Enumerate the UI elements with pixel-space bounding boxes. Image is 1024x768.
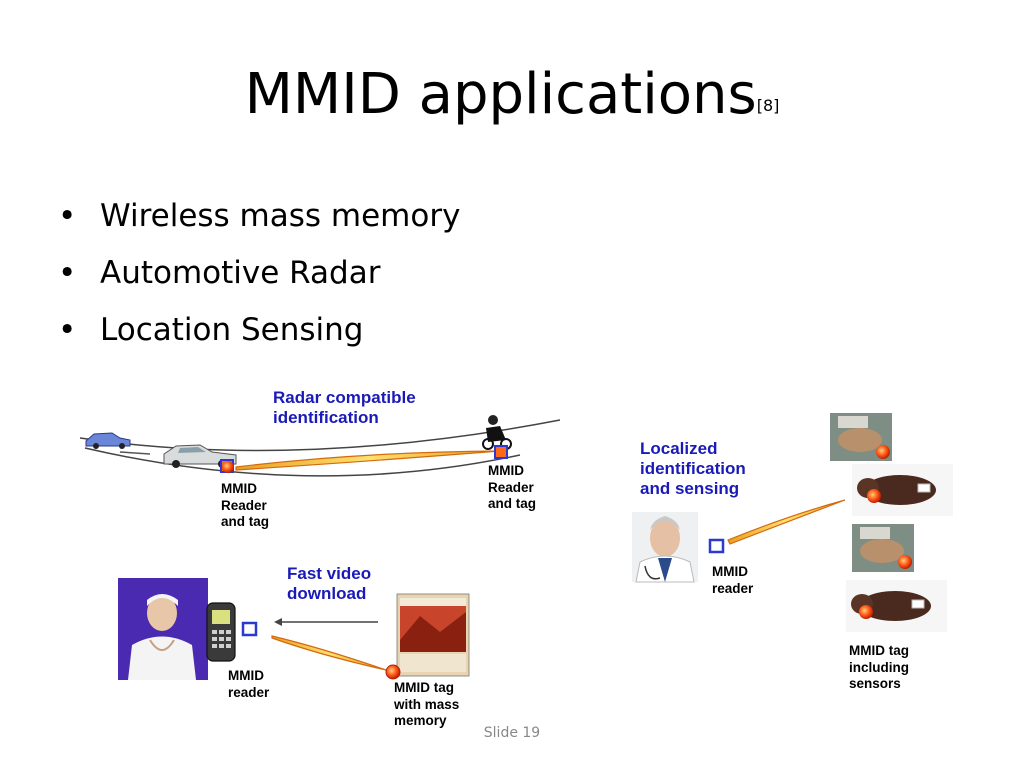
baby-sensor-image [830, 413, 892, 461]
doctor-photo [632, 512, 698, 583]
bullet-item: • Automotive Radar [58, 245, 460, 302]
location-reader-icon [708, 538, 725, 554]
blue-car-icon [85, 432, 131, 449]
road-edge-lower [84, 447, 521, 477]
video-reader-label: MMID reader [228, 668, 270, 700]
bullet-text: Automotive Radar [100, 255, 381, 291]
slide-title: MMID applications[8] [0, 62, 1024, 127]
video-beam [271, 635, 387, 671]
silver-car-icon [163, 444, 237, 468]
movie-poster-image [396, 593, 470, 677]
location-tag-label: MMID tag including sensors [849, 643, 909, 691]
bullet-item: • Location Sensing [58, 302, 460, 359]
radar-right-label: MMID Reader and tag [488, 463, 537, 511]
location-beam [727, 499, 846, 545]
video-tag-label: MMID tag with mass memory [394, 680, 460, 728]
bullet-icon: • [58, 198, 77, 234]
mobile-phone-icon [206, 602, 236, 662]
slide-number: Slide 19 [483, 725, 541, 741]
radar-left-label: MMID Reader and tag [221, 481, 270, 529]
bullet-icon: • [58, 255, 77, 291]
radar-right-reader-icon [494, 445, 508, 459]
location-heading: Localized identification and sensing [640, 439, 746, 498]
video-heading: Fast video download [287, 564, 372, 603]
bullet-text: Location Sensing [100, 312, 364, 348]
bullet-icon: • [58, 312, 77, 348]
bullet-text: Wireless mass memory [100, 198, 461, 234]
location-reader-label: MMID reader [712, 564, 754, 596]
radar-beam [235, 450, 501, 471]
video-tag-icon [385, 664, 401, 680]
radar-left-tag-icon [222, 461, 234, 473]
bullet-item: • Wireless mass memory [58, 188, 460, 245]
title-reference: [8] [756, 96, 780, 115]
slide-title-text: MMID applications [244, 62, 757, 127]
radar-scene [79, 415, 561, 477]
user-person-icon [128, 594, 196, 680]
video-scene [118, 578, 470, 680]
download-arrow-icon [274, 618, 378, 626]
baby-sensor-image [852, 464, 953, 516]
bullet-list: •Wireless mass memory •Automotive Radar … [58, 188, 460, 359]
video-reader-icon [241, 621, 258, 637]
radar-heading: Radar compatible identification [273, 388, 416, 427]
baby-sensor-image [852, 524, 914, 572]
motorcyclist-icon [482, 415, 512, 450]
location-scene [632, 413, 953, 632]
baby-sensor-image [846, 580, 947, 632]
